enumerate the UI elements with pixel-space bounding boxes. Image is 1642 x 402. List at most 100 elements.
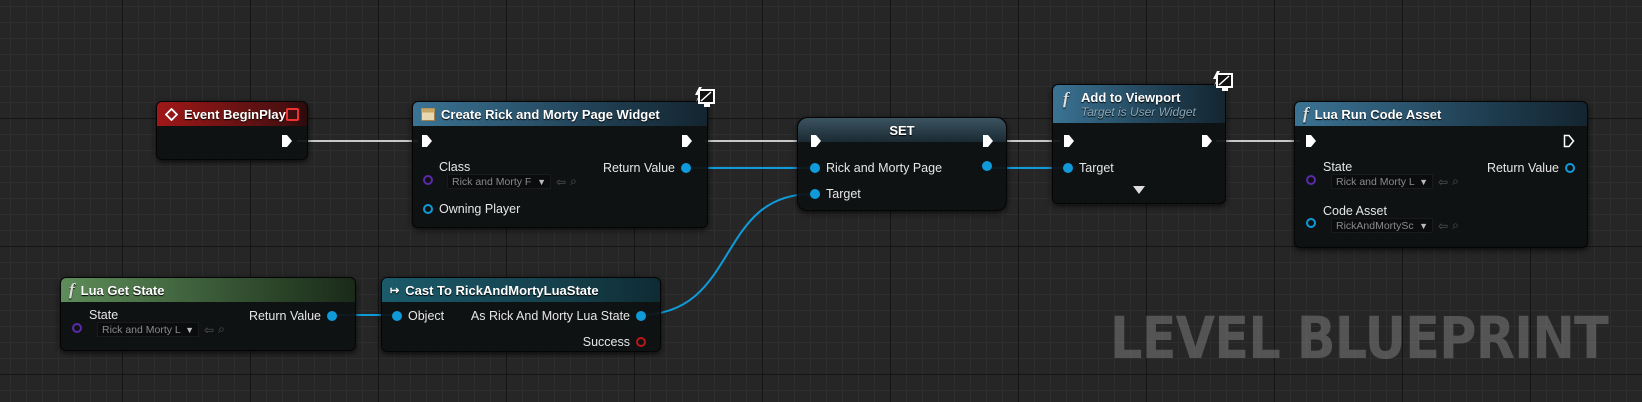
exec-in-pin[interactable] bbox=[1063, 134, 1075, 148]
lua-get-state-node[interactable]: f Lua Get State State Rick and Morty L▼ … bbox=[60, 277, 356, 351]
object-pin[interactable]: Object bbox=[392, 309, 450, 323]
success-pin[interactable]: Success bbox=[577, 335, 646, 349]
exec-out-pin[interactable] bbox=[281, 134, 293, 148]
code-asset-tools: ⇦⌕ bbox=[1438, 218, 1459, 233]
return-value-label: Return Value bbox=[602, 161, 675, 175]
state-tools: ⇦⌕ bbox=[1438, 174, 1459, 189]
arrow-left-icon[interactable]: ⇦ bbox=[556, 174, 567, 189]
search-icon[interactable]: ⌕ bbox=[570, 174, 577, 188]
set-target-pin[interactable]: Target bbox=[810, 187, 867, 201]
state-pin[interactable]: State bbox=[1317, 160, 1358, 174]
exec-out-icon[interactable] bbox=[1201, 134, 1213, 148]
owning-player-pin-icon[interactable] bbox=[423, 204, 433, 214]
return-value-pin[interactable]: Return Value bbox=[243, 309, 337, 323]
as-cast-pin-icon[interactable] bbox=[636, 311, 646, 321]
viewport-target-pin-icon[interactable] bbox=[1063, 163, 1073, 173]
object-pin-icon[interactable] bbox=[392, 311, 402, 321]
create-widget-node[interactable]: Create Rick and Morty Page Widget Class … bbox=[412, 101, 708, 228]
set-variable-in-pin-icon[interactable] bbox=[810, 163, 820, 173]
event-beginplay-header: Event BeginPlay bbox=[157, 102, 307, 126]
return-value-pin[interactable]: Return Value bbox=[1481, 161, 1575, 175]
lua-run-code-asset-node[interactable]: f Lua Run Code Asset State Rick and Mort… bbox=[1294, 101, 1588, 248]
code-asset-dropdown[interactable]: RickAndMortySc▼ bbox=[1331, 218, 1433, 233]
exec-out-pin[interactable] bbox=[982, 134, 994, 148]
state-tools: ⇦⌕ bbox=[204, 322, 225, 337]
set-variable-node[interactable]: SET Rick and Morty Page Target bbox=[797, 117, 1007, 211]
viewport-target-pin[interactable]: Target bbox=[1063, 161, 1120, 175]
class-tools: ⇦⌕ bbox=[556, 174, 577, 189]
arrow-left-icon[interactable]: ⇦ bbox=[1438, 174, 1449, 189]
create-widget-title: Create Rick and Morty Page Widget bbox=[441, 106, 660, 122]
exec-in-icon[interactable] bbox=[1063, 134, 1075, 148]
set-variable-in-pin[interactable]: Rick and Morty Page bbox=[810, 161, 948, 175]
state-label: State bbox=[1323, 160, 1353, 174]
level-blueprint-watermark: LEVEL BLUEPRINT bbox=[1110, 304, 1609, 372]
exec-in-icon[interactable] bbox=[1305, 134, 1317, 148]
arrow-left-icon[interactable]: ⇦ bbox=[204, 322, 215, 337]
code-asset-pin-icon[interactable] bbox=[1306, 218, 1316, 228]
network-monitor-icon bbox=[1208, 70, 1234, 99]
exec-in-pin[interactable] bbox=[1305, 134, 1317, 148]
set-variable-out-pin[interactable] bbox=[982, 161, 992, 171]
exec-out-icon[interactable] bbox=[681, 134, 693, 148]
set-target-label: Target bbox=[826, 187, 861, 201]
function-f-icon: f bbox=[1063, 89, 1069, 108]
cast-header: ↦ Cast To RickAndMortyLuaState bbox=[382, 278, 660, 302]
exec-out-pin[interactable] bbox=[681, 134, 693, 148]
set-title: SET bbox=[889, 122, 915, 138]
class-pin[interactable]: Class bbox=[421, 160, 476, 174]
cast-node[interactable]: ↦ Cast To RickAndMortyLuaState Object As… bbox=[381, 277, 661, 352]
add-to-viewport-node[interactable]: f Add to Viewport Target is User Widget … bbox=[1052, 84, 1226, 204]
code-asset-label: Code Asset bbox=[1323, 204, 1387, 218]
set-variable-label: Rick and Morty Page bbox=[826, 161, 943, 175]
exec-out-icon[interactable] bbox=[281, 134, 293, 148]
state-pin-icon[interactable] bbox=[1306, 175, 1316, 185]
search-icon[interactable]: ⌕ bbox=[1452, 218, 1459, 232]
lua-get-state-title: Lua Get State bbox=[80, 282, 165, 298]
owning-player-pin[interactable]: Owning Player bbox=[423, 202, 526, 216]
exec-in-pin[interactable] bbox=[421, 134, 433, 148]
widget-class-icon bbox=[421, 107, 435, 121]
search-icon[interactable]: ⌕ bbox=[1452, 174, 1459, 188]
return-value-label: Return Value bbox=[248, 309, 321, 323]
set-variable-out-pin-icon[interactable] bbox=[982, 161, 992, 171]
owning-player-label: Owning Player bbox=[439, 202, 521, 216]
search-icon[interactable]: ⌕ bbox=[218, 322, 225, 336]
state-dropdown[interactable]: Rick and Morty L▼ bbox=[1331, 174, 1433, 189]
dropdown-caret-icon: ▼ bbox=[185, 324, 194, 335]
dropdown-caret-icon: ▼ bbox=[1419, 220, 1428, 231]
exec-out-pin[interactable] bbox=[1563, 134, 1575, 148]
return-value-pin-icon[interactable] bbox=[327, 311, 337, 321]
lua-get-state-header: f Lua Get State bbox=[61, 278, 355, 302]
arrow-left-icon[interactable]: ⇦ bbox=[1438, 218, 1449, 233]
exec-out-pin[interactable] bbox=[1201, 134, 1213, 148]
exec-in-icon[interactable] bbox=[421, 134, 433, 148]
exec-out-hollow-icon[interactable] bbox=[1563, 134, 1575, 148]
return-value-pin[interactable]: Return Value bbox=[597, 161, 691, 175]
code-asset-pin[interactable]: Code Asset bbox=[1317, 204, 1393, 218]
advanced-expand-arrow-icon[interactable] bbox=[1133, 186, 1145, 194]
class-pin-icon[interactable] bbox=[423, 175, 433, 185]
state-pin[interactable]: State bbox=[83, 308, 124, 322]
set-header: SET bbox=[798, 118, 1006, 142]
event-beginplay-node[interactable]: Event BeginPlay bbox=[156, 101, 308, 160]
exec-out-icon[interactable] bbox=[982, 134, 994, 148]
function-f-icon: f bbox=[1303, 104, 1309, 123]
as-cast-pin[interactable]: As Rick And Morty Lua State bbox=[465, 309, 646, 323]
exec-in-icon[interactable] bbox=[810, 134, 822, 148]
return-value-pin-icon[interactable] bbox=[1565, 163, 1575, 173]
return-value-pin-icon[interactable] bbox=[681, 163, 691, 173]
class-dropdown[interactable]: Rick and Morty F▼ bbox=[447, 174, 551, 189]
state-dropdown[interactable]: Rick and Morty L▼ bbox=[97, 322, 199, 337]
add-to-viewport-subtitle: Target is User Widget bbox=[1081, 104, 1196, 119]
viewport-target-label: Target bbox=[1079, 161, 1114, 175]
success-pin-icon[interactable] bbox=[636, 337, 646, 347]
cast-arrows-icon: ↦ bbox=[390, 284, 400, 297]
class-label: Class bbox=[439, 160, 471, 174]
dropdown-caret-icon: ▼ bbox=[537, 176, 546, 187]
state-pin-icon[interactable] bbox=[72, 323, 82, 333]
delegate-pin-icon[interactable] bbox=[286, 108, 299, 121]
exec-in-pin[interactable] bbox=[810, 134, 822, 148]
set-target-pin-icon[interactable] bbox=[810, 189, 820, 199]
